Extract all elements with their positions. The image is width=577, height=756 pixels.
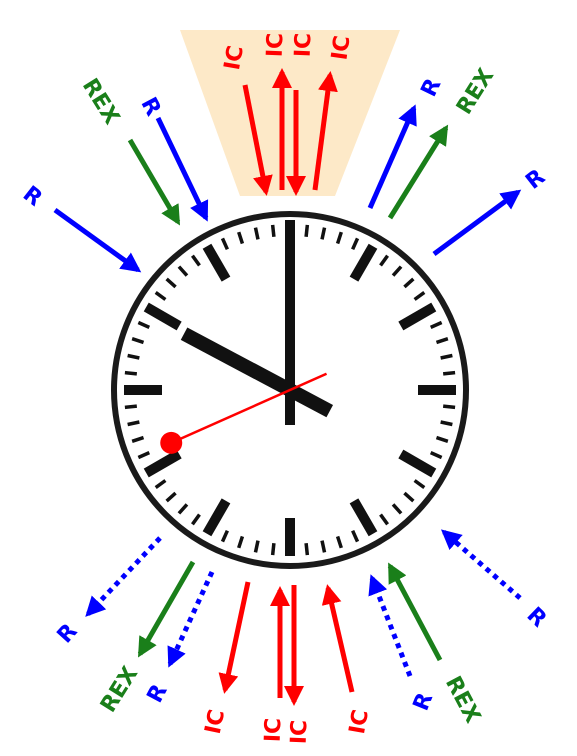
arr-rex-tl-label: REX xyxy=(77,74,124,129)
arr-r-tr1-label: R xyxy=(417,75,447,101)
minute-tick xyxy=(128,422,140,424)
arr-ic-1-label: IC xyxy=(220,44,249,72)
dep-r-bl2-label: R xyxy=(143,680,173,707)
dep-ic-4-arrow xyxy=(328,588,352,692)
second-hand-disc xyxy=(160,432,182,454)
minute-tick xyxy=(306,543,307,555)
dep-r-br2-label: R xyxy=(522,603,552,633)
station-clock xyxy=(114,214,466,566)
minute-tick xyxy=(443,406,455,407)
minute-tick xyxy=(125,373,137,374)
minute-tick xyxy=(273,225,274,237)
dep-ic-1-arrow xyxy=(225,582,248,690)
arr-ic-2-label: IC xyxy=(263,32,289,57)
arr-rex-tl-arrow xyxy=(130,140,178,222)
minute-tick xyxy=(441,422,453,424)
minute-tick xyxy=(306,225,307,237)
arr-ic-3-label: IC xyxy=(291,32,317,57)
arr-r-l-label: R xyxy=(18,182,47,212)
minute-tick xyxy=(322,228,324,240)
dep-ic-4-label: IC xyxy=(345,708,374,736)
dep-r-br2-arrow xyxy=(444,532,520,598)
minute-tick xyxy=(255,228,257,240)
minute-tick xyxy=(128,355,140,357)
dep-rex-bl-label: REX xyxy=(96,662,143,717)
dep-r-bl-arrow xyxy=(88,538,160,614)
dep-rex-br-label: REX xyxy=(440,672,485,727)
dep-r-bl2-arrow xyxy=(170,572,212,664)
arr-rex-tr-label: REX xyxy=(452,64,499,119)
dep-ic-2-label: IC xyxy=(261,717,287,742)
arr-r-tr2-arrow xyxy=(434,192,518,254)
arr-r-tl-label: R xyxy=(135,93,165,120)
minute-tick xyxy=(125,406,137,407)
arr-ic-4-label: IC xyxy=(327,34,355,62)
minute-tick xyxy=(441,355,453,357)
dep-ic-3-label: IC xyxy=(287,719,313,744)
arr-r-tr2-label: R xyxy=(521,165,550,195)
arr-r-l-arrow xyxy=(55,210,138,270)
minute-tick xyxy=(322,541,324,553)
minute-tick xyxy=(273,543,274,555)
dep-ic-1-label: IC xyxy=(201,707,231,736)
dep-r-bl-label: R xyxy=(53,619,83,648)
dep-r-br-label: R xyxy=(409,689,439,714)
minute-tick xyxy=(255,541,257,553)
dep-rex-bl-arrow xyxy=(140,562,193,654)
minute-tick xyxy=(443,373,455,374)
